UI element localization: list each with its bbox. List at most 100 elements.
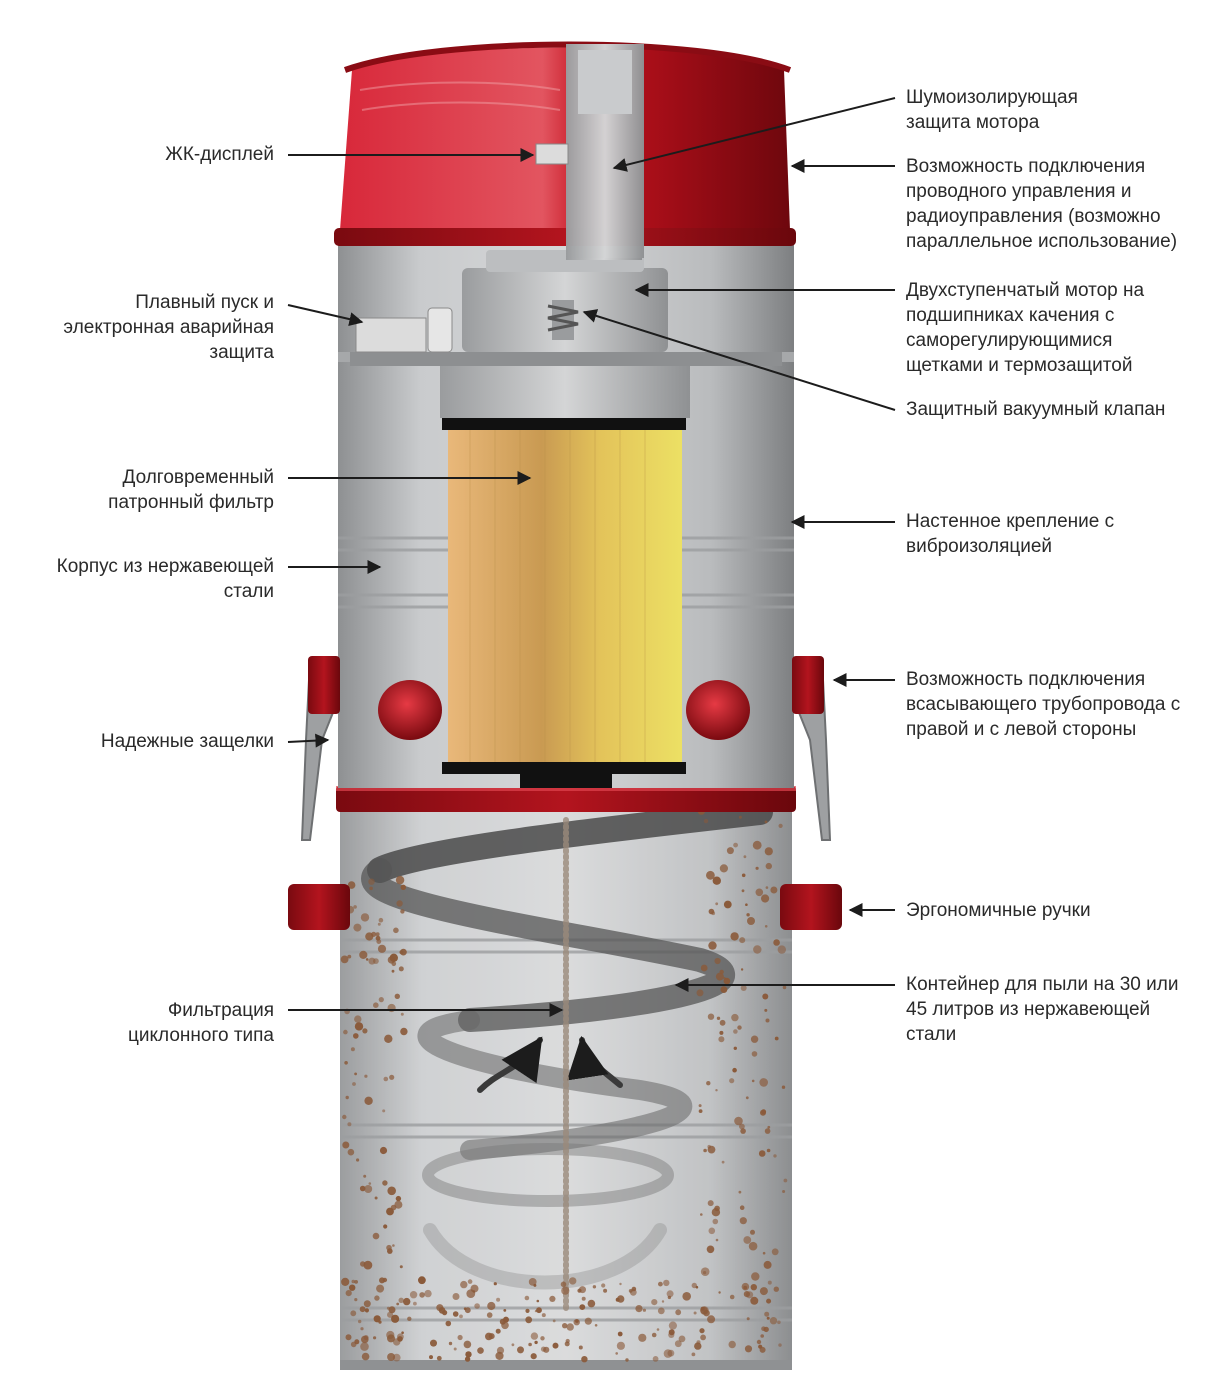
debris-speck [453, 1347, 457, 1351]
debris-speck [525, 1308, 530, 1313]
debris-speck [748, 1241, 758, 1251]
debris-speck [579, 1304, 586, 1310]
debris-speck [707, 1315, 716, 1324]
debris-speck [695, 1285, 699, 1289]
debris-speck [395, 1195, 402, 1202]
debris-speck [536, 1299, 540, 1303]
debris-speck [715, 1238, 719, 1242]
debris-speck [753, 945, 762, 954]
red-top-cap [334, 41, 796, 258]
debris-speck [372, 1232, 380, 1240]
debris-speck [534, 1340, 538, 1345]
callout-latches: Надежные защелки [100, 731, 274, 752]
debris-speck [617, 1331, 623, 1337]
callout-control: Возможность подключения проводного управ… [906, 156, 1178, 252]
debris-speck [773, 1286, 779, 1292]
debris-speck [376, 1284, 385, 1293]
debris-speck [771, 1248, 779, 1256]
debris-speck [436, 1355, 442, 1361]
debris-speck [656, 1328, 660, 1331]
debris-speck [778, 1343, 782, 1347]
debris-speck [391, 969, 395, 973]
debris-speck [729, 1078, 735, 1084]
debris-speck [399, 950, 404, 955]
debris-speck [340, 955, 349, 964]
debris-speck [341, 1277, 350, 1286]
debris-speck [530, 1353, 537, 1360]
debris-speck [393, 1338, 401, 1346]
debris-speck [373, 1315, 381, 1323]
debris-speck [347, 1148, 355, 1156]
debris-speck [759, 1287, 768, 1296]
debris-speck [345, 1290, 352, 1297]
debris-speck [766, 1148, 771, 1153]
debris-speck [764, 1008, 768, 1012]
debris-speck [354, 1015, 362, 1023]
debris-speck [452, 1311, 459, 1317]
debris-speck [474, 1303, 480, 1309]
debris-speck [399, 1265, 403, 1269]
debris-speck [739, 937, 746, 944]
debris-speck [752, 840, 762, 850]
debris-speck [770, 886, 778, 894]
debris-speck [715, 1089, 718, 1092]
debris-speck [347, 954, 352, 959]
debris-speck [700, 964, 708, 972]
debris-speck [734, 1116, 743, 1126]
leader-lines [287, 97, 896, 1017]
debris-speck [700, 1267, 710, 1276]
debris-speck [389, 1074, 395, 1080]
debris-speck [373, 958, 379, 964]
debris-speck [352, 1082, 356, 1086]
debris-speck [534, 1309, 538, 1313]
debris-speck [524, 1295, 530, 1301]
debris-speck [530, 1332, 539, 1340]
debris-speck [517, 1346, 524, 1354]
debris-speck [459, 1314, 463, 1319]
callout-display: ЖК-дисплей [165, 144, 274, 165]
debris-speck [740, 1128, 746, 1134]
debris-speck [581, 1356, 588, 1363]
debris-speck [359, 1185, 366, 1192]
debris-speck [401, 1331, 404, 1334]
debris-speck [625, 1358, 629, 1362]
debris-speck [740, 985, 747, 991]
debris-speck [746, 913, 750, 917]
debris-speck [528, 1342, 532, 1347]
debris-speck [750, 1035, 759, 1043]
debris-speck [452, 1293, 460, 1300]
debris-speck [762, 993, 769, 1000]
debris-speck [350, 1047, 355, 1052]
debris-speck [495, 1351, 504, 1360]
debris-speck [396, 900, 403, 907]
leader-valve [582, 309, 896, 411]
debris-speck [750, 1296, 759, 1305]
debris-speck [765, 1018, 770, 1023]
debris-speck [760, 1334, 764, 1338]
callout-filter: Долговременный патронный фильтр [108, 467, 274, 513]
debris-speck [528, 1278, 537, 1286]
debris-speck [741, 889, 745, 893]
handle-left [288, 884, 350, 930]
cyclone-spiral [361, 799, 773, 1313]
debris-speck [353, 1033, 359, 1039]
debris-speck [631, 1286, 637, 1292]
debris-speck [731, 1013, 739, 1022]
debris-speck [730, 932, 739, 941]
debris-speck [419, 1292, 425, 1298]
debris-speck [429, 1355, 433, 1360]
debris-speck [493, 1282, 497, 1286]
debris-speck [359, 950, 368, 960]
debris-speck [565, 1338, 570, 1344]
debris-speck [363, 1260, 373, 1270]
debris-speck [467, 1279, 473, 1284]
debris-speck [389, 953, 398, 962]
callout-motor: Двухступенчатый мотор на подшипниках кач… [906, 280, 1145, 376]
debris-speck [733, 1046, 737, 1051]
debris-speck [668, 1329, 675, 1336]
debris-speck [767, 1125, 771, 1129]
debris-speck [706, 1081, 711, 1086]
debris-speck [700, 1334, 706, 1341]
callout-noise: Шумоизолирующая защита мотора [906, 87, 1078, 133]
debris-speck [503, 1316, 509, 1323]
